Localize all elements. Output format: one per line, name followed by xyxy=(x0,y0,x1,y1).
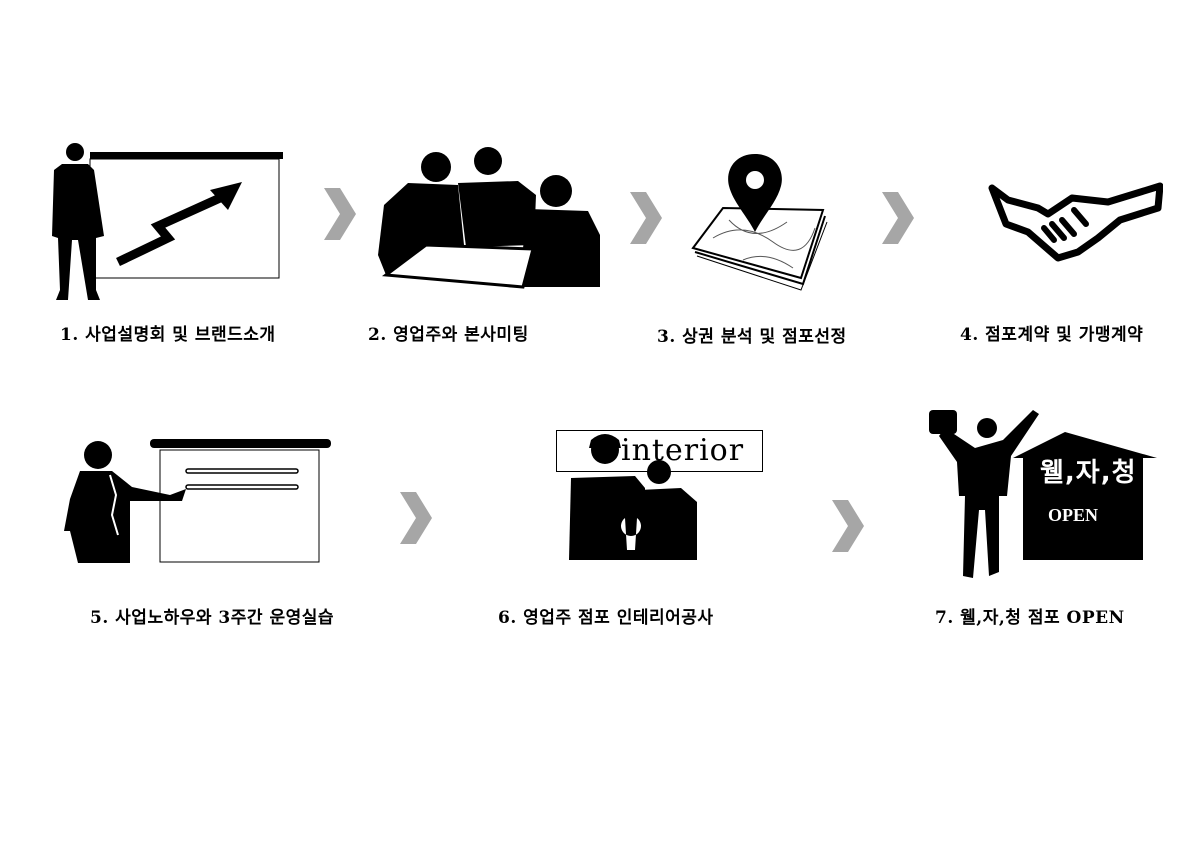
brand-sign-text: 웰,자,청 xyxy=(1040,458,1137,488)
chevron-right-icon xyxy=(882,192,914,244)
chevron-right-icon xyxy=(324,188,356,240)
step-6-label: 6. 영업주 점포 인테리어공사 xyxy=(498,608,714,628)
step-2-label: 2. 영업주와 본사미팅 xyxy=(368,325,529,345)
interior-icon xyxy=(555,428,765,563)
training-icon xyxy=(60,435,332,565)
handshake-icon xyxy=(988,180,1163,265)
step-5-label: 5. 사업노하우와 3주간 운영실습 xyxy=(90,608,335,628)
chevron-right-icon xyxy=(400,492,432,544)
meeting-icon xyxy=(378,145,603,290)
interior-sign: interior xyxy=(556,430,763,472)
step-7-label: 7. 웰,자,청 점포 OPEN xyxy=(935,608,1125,628)
open-sign-text: OPEN xyxy=(1048,505,1099,525)
chevron-right-icon xyxy=(630,192,662,244)
presentation-icon xyxy=(50,140,290,305)
open-store-icon xyxy=(925,400,1160,585)
interior-sign-text: interior xyxy=(621,433,745,468)
chevron-right-icon xyxy=(832,500,864,552)
step-3-label: 3. 상권 분석 및 점포선정 xyxy=(657,327,847,347)
map-pin-icon xyxy=(683,150,833,292)
step-4-label: 4. 점포계약 및 가맹계약 xyxy=(960,325,1144,345)
step-1-label: 1. 사업설명회 및 브랜드소개 xyxy=(60,325,276,345)
